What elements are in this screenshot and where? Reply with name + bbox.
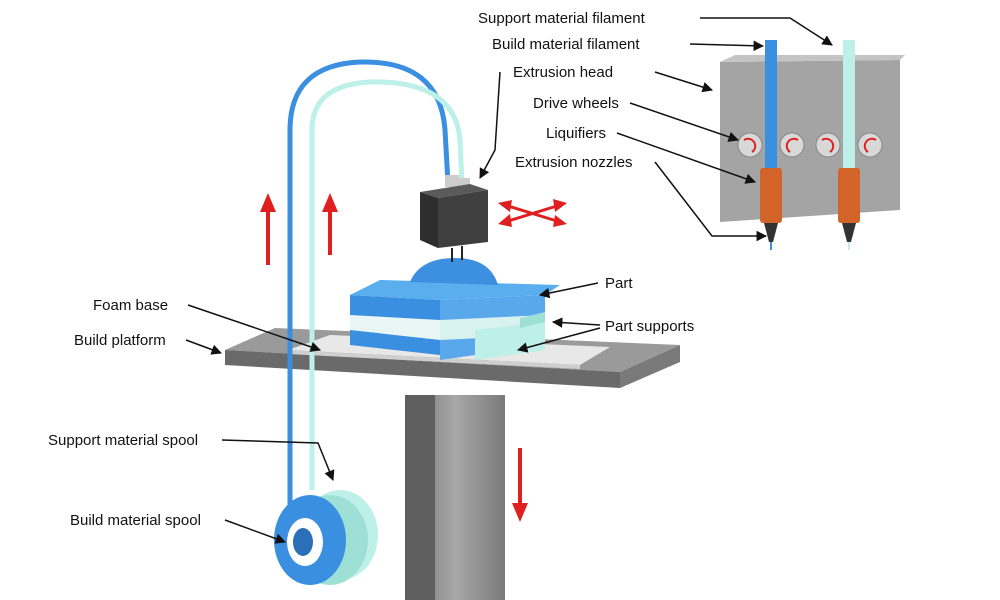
labels: Support material filament Build material… — [48, 10, 694, 529]
label-part-supports: Part supports — [605, 318, 694, 335]
xy-motion-arrows — [498, 199, 567, 227]
liquifiers-group — [760, 168, 860, 223]
leader-lines — [185, 17, 833, 544]
extrusion-head-unit — [420, 175, 488, 262]
label-build-material-spool: Build material spool — [70, 512, 201, 529]
inset-support-filament — [843, 40, 855, 170]
up-arrow-left — [260, 193, 276, 265]
support-column — [405, 395, 505, 600]
label-build-material-filament: Build material filament — [492, 36, 640, 53]
material-spools — [274, 490, 378, 585]
up-arrow-right — [322, 193, 338, 255]
filament-paths — [287, 59, 465, 510]
nozzles-group — [764, 223, 856, 250]
label-extrusion-nozzles: Extrusion nozzles — [515, 154, 633, 171]
label-liquifiers: Liquifiers — [546, 125, 606, 142]
drive-wheels-group — [737, 132, 883, 158]
label-support-material-filament: Support material filament — [478, 10, 646, 27]
label-extrusion-head: Extrusion head — [513, 64, 613, 81]
motion-arrows — [260, 193, 567, 522]
inset-build-filament — [765, 40, 777, 170]
label-drive-wheels: Drive wheels — [533, 95, 619, 112]
label-support-material-spool: Support material spool — [48, 432, 198, 449]
label-build-platform: Build platform — [74, 332, 166, 349]
down-arrow — [512, 448, 528, 522]
label-part: Part — [605, 275, 633, 292]
extrusion-head-inset — [720, 40, 905, 250]
label-foam-base: Foam base — [93, 297, 168, 314]
part-model — [350, 258, 560, 360]
